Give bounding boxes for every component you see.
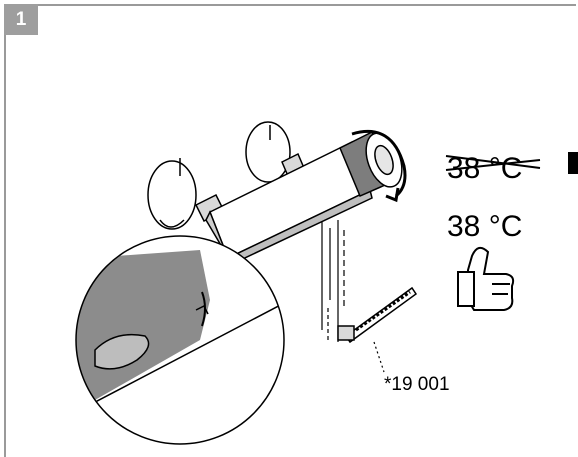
step-number-badge: 1: [4, 4, 38, 35]
thermometer: [337, 286, 418, 344]
magnified-detail: [75, 235, 285, 445]
temperature-ok-label: 38 °C: [447, 210, 522, 243]
black-marker: [568, 152, 578, 174]
wall-mount-right: [245, 121, 291, 183]
part-number-label: *19 001: [384, 374, 450, 395]
instruction-frame: [4, 4, 576, 457]
thermostat-body: [205, 130, 403, 265]
temperature-crossed: 38 °C: [445, 152, 541, 185]
rotation-arrow: [351, 129, 407, 203]
wall-mount-left: [147, 158, 197, 230]
part-leader-line: [373, 341, 385, 373]
thumbs-up-icon: [457, 246, 515, 311]
water-stream: [321, 220, 345, 342]
